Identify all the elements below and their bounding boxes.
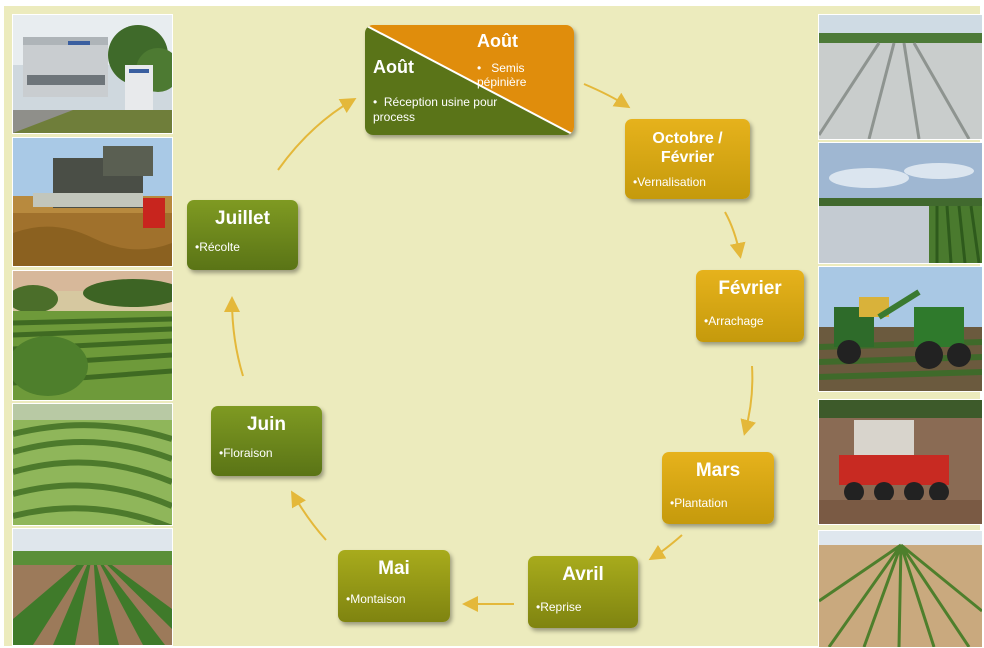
step-octobre-fevrier: Octobre / Février •Vernalisation xyxy=(625,119,750,199)
bullet-icon: • xyxy=(373,95,384,109)
step-month: Octobre / Février xyxy=(652,130,723,166)
arrow-aout-to-octobre xyxy=(583,83,631,109)
start-left-month: Août xyxy=(373,57,414,77)
arrow-mars-to-avril xyxy=(648,534,683,561)
step-activity: •Montaison xyxy=(346,592,406,606)
curved-crop-rows-photo xyxy=(12,403,173,526)
step-month: Février xyxy=(718,278,782,299)
step-mai: Mai •Montaison xyxy=(338,550,450,622)
step-activity: •Reprise xyxy=(536,600,582,614)
leafy-crop-rows-photo xyxy=(12,528,173,646)
start-left-item-text: Réception usine pour process xyxy=(373,95,498,124)
hedge-rows-photo xyxy=(12,270,173,401)
step-month: Mars xyxy=(695,460,741,481)
start-right-item-text: Semis pépinière xyxy=(477,61,527,89)
step-juillet: Juillet •Récolte xyxy=(187,200,298,270)
step-month: Avril xyxy=(562,564,604,585)
step-activity: •Vernalisation xyxy=(633,175,706,189)
start-left-item: • Réception usine pour process xyxy=(373,95,503,125)
step-activity: •Floraison xyxy=(219,446,273,460)
harvest-tractors-photo xyxy=(818,266,983,392)
planting-machine-photo xyxy=(818,399,983,525)
start-right-month: Août xyxy=(477,31,518,51)
start-box-aout: Août • Semis pépinière Août • Réception … xyxy=(365,25,574,135)
step-activity: •Arrachage xyxy=(704,314,764,328)
combine-harvester-photo xyxy=(12,137,173,267)
step-activity: •Récolte xyxy=(195,240,240,254)
bullet-icon: • xyxy=(477,61,492,75)
start-right-item: • Semis pépinière xyxy=(477,61,567,89)
factory-building-photo xyxy=(12,14,173,134)
fleece-covered-field-photo xyxy=(818,142,983,264)
arrow-octobre-to-fevrier xyxy=(724,211,746,259)
step-month: Juin xyxy=(246,414,287,435)
arrow-juin-to-juillet xyxy=(224,296,244,377)
covered-field-photo xyxy=(818,14,983,140)
start-box-background xyxy=(365,25,574,135)
step-activity: •Plantation xyxy=(670,496,728,510)
step-fevrier: Février •Arrachage xyxy=(696,270,804,342)
arrow-juillet-to-aout xyxy=(277,97,357,171)
step-month: Juillet xyxy=(215,208,270,229)
step-mars: Mars •Plantation xyxy=(662,452,774,524)
arrow-fevrier-to-mars xyxy=(740,365,756,436)
planted-field-photo xyxy=(818,530,983,648)
step-juin: Juin •Floraison xyxy=(211,406,322,476)
step-month: Mai xyxy=(378,558,410,579)
step-avril: Avril •Reprise xyxy=(528,556,638,628)
arrow-mai-to-juin xyxy=(291,490,327,541)
